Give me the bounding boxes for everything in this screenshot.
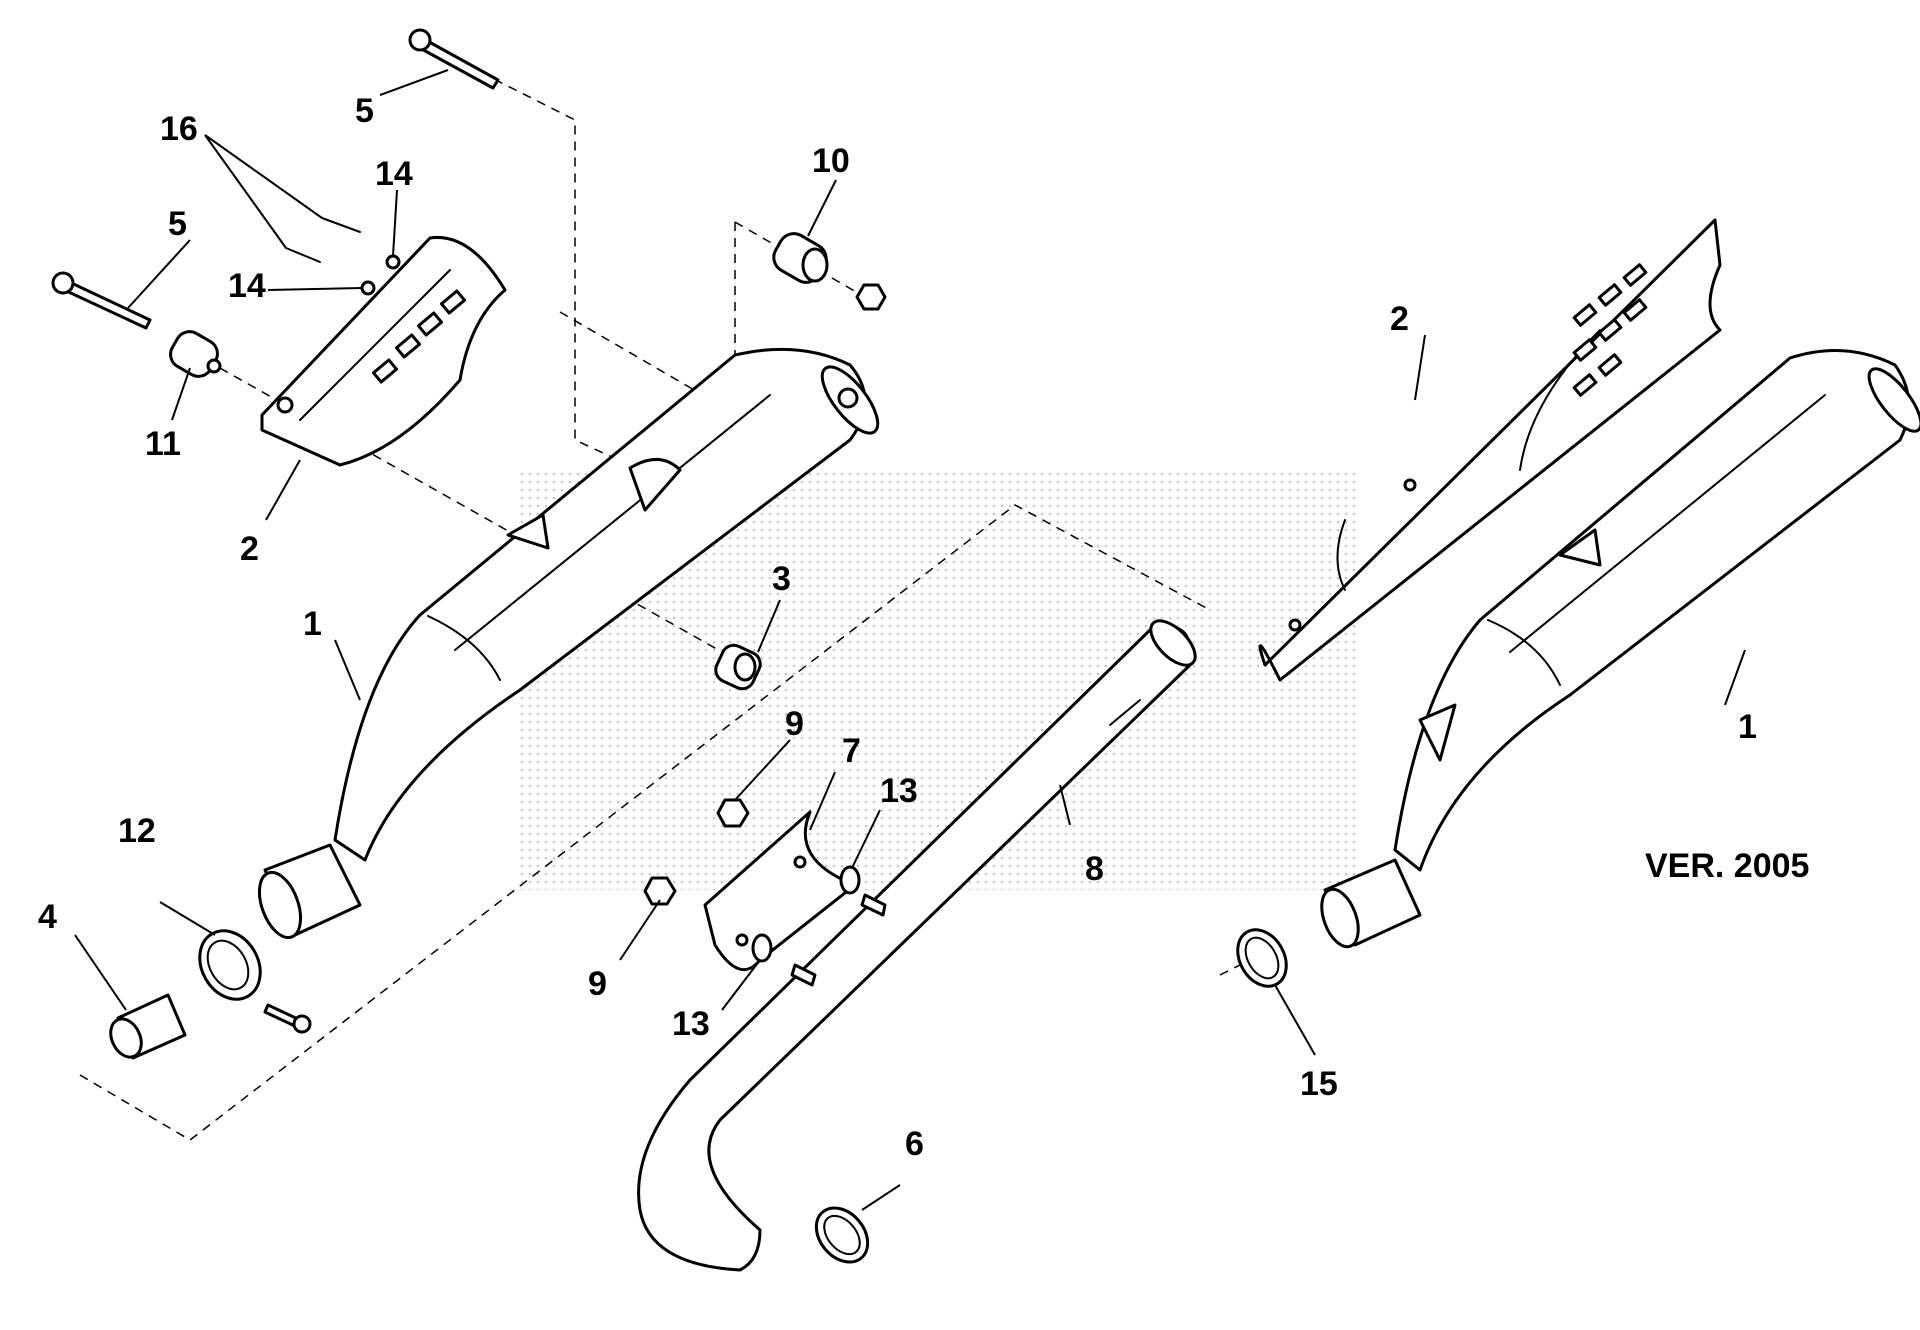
callout-7: 7 (842, 732, 861, 770)
washer-13-lower (751, 933, 773, 963)
clamp-bolt (263, 1003, 312, 1034)
leader-lines (74, 69, 1746, 1211)
callout-labels: 5 16 14 5 14 11 2 10 1 3 12 4 9 7 13 9 1… (38, 92, 1809, 1163)
callout-2-right: 2 (1390, 300, 1409, 338)
version-label: VER. 2005 (1645, 847, 1809, 885)
nut-9-lower (643, 876, 677, 906)
heat-shield-right (1258, 218, 1722, 682)
washer-upper (385, 254, 401, 270)
callout-14-lower: 14 (228, 267, 266, 305)
callout-4: 4 (38, 898, 57, 936)
muffler-left (257, 347, 880, 940)
callout-13-lower: 13 (672, 1005, 710, 1043)
callout-3: 3 (772, 560, 791, 598)
callout-1-left: 1 (303, 605, 322, 643)
bolt-top (408, 28, 500, 90)
heat-shield-left (260, 235, 507, 467)
callout-10: 10 (812, 142, 850, 180)
callout-9-lower: 9 (588, 965, 607, 1003)
callout-12: 12 (118, 812, 156, 850)
callout-9-upper: 9 (785, 705, 804, 743)
hardware (51, 28, 1288, 1264)
callout-1-right: 1 (1738, 708, 1757, 746)
spacer (714, 643, 762, 691)
callout-5-mid: 5 (168, 205, 187, 243)
callout-15: 15 (1300, 1065, 1338, 1103)
exhaust-pipe (637, 619, 1197, 1272)
muffler-right (1320, 349, 1920, 949)
grommet-right (772, 232, 829, 284)
callout-8: 8 (1085, 850, 1104, 888)
callout-13-upper: 13 (880, 772, 918, 810)
callout-2-left: 2 (240, 530, 259, 568)
nut-upper-right (855, 283, 887, 311)
grommet-left (169, 330, 222, 378)
gasket-15 (1236, 928, 1288, 988)
clamp (198, 929, 262, 1001)
bolt-mid (51, 271, 152, 330)
washer-13-upper (839, 865, 861, 895)
callout-11: 11 (145, 425, 181, 463)
callout-5-top: 5 (355, 92, 374, 130)
sleeve (109, 993, 187, 1060)
callout-16: 16 (160, 110, 198, 148)
callout-14-upper: 14 (375, 155, 413, 193)
washer-lower (360, 280, 376, 296)
nut-9-upper (716, 798, 750, 828)
gasket-6 (814, 1206, 870, 1264)
callout-6: 6 (905, 1125, 924, 1163)
